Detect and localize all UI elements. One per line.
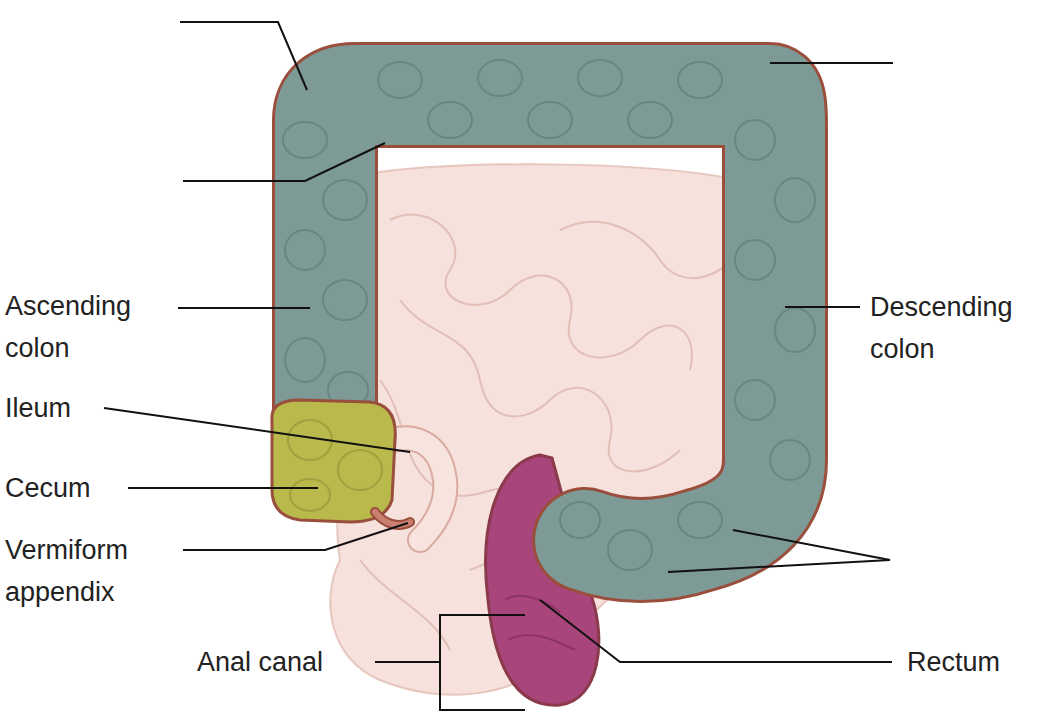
part-label: Descending colon <box>870 286 1050 370</box>
part-label: Ascending colon <box>5 285 180 369</box>
rectum-folds <box>505 596 575 650</box>
leader-lines <box>104 22 893 710</box>
part-label: Ileum <box>5 387 71 429</box>
part-label: Cecum <box>5 467 91 509</box>
part-label: Rectum <box>907 641 1000 683</box>
cecum-haustra <box>288 420 382 511</box>
part-label: Vermiform appendix <box>5 529 180 613</box>
cecum <box>272 400 395 522</box>
part-label: Anal canal <box>197 641 323 683</box>
